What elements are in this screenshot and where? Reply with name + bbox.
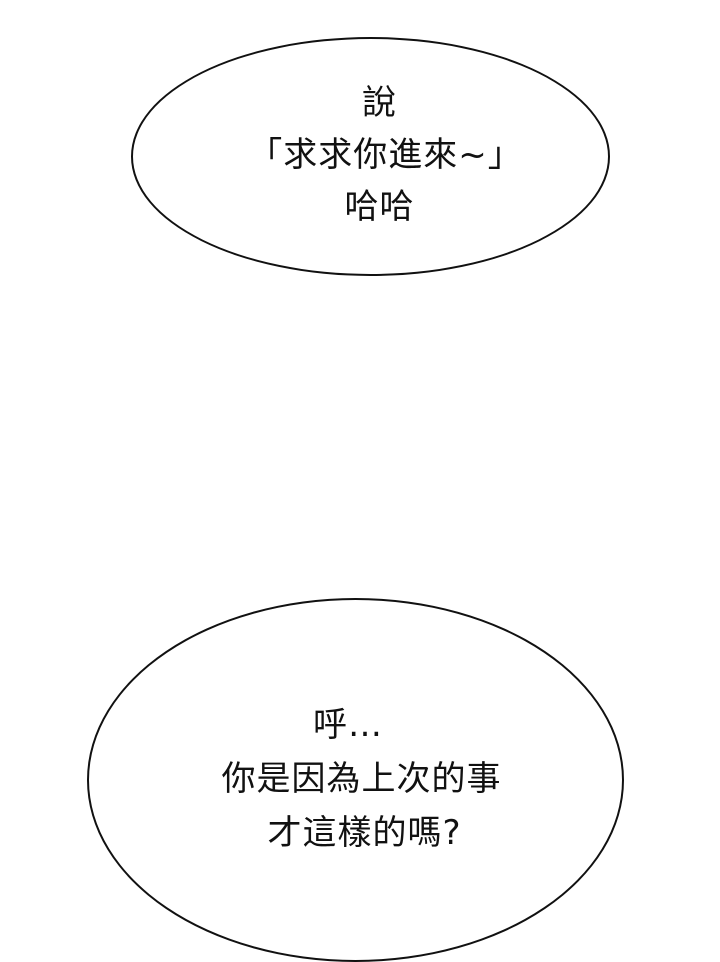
speech-bubble-text: 呼… 你是因為上次的事 才這樣的嗎? [89, 698, 622, 860]
speech-bubble-bottom: 呼… 你是因為上次的事 才這樣的嗎? [87, 598, 624, 962]
dialogue-line: 你是因為上次的事 [221, 759, 502, 799]
dialogue-line: 呼… [313, 705, 383, 745]
speech-bubble-text: 說 「求求你進來~」 哈哈 [133, 77, 608, 233]
speech-bubble-top: 說 「求求你進來~」 哈哈 [131, 37, 610, 276]
dialogue-line: 哈哈 [344, 187, 415, 227]
dialogue-line: 才這樣的嗎? [267, 813, 462, 853]
dialogue-line: 「求求你進來~」 [248, 135, 523, 175]
dialogue-line: 說 [362, 83, 397, 123]
